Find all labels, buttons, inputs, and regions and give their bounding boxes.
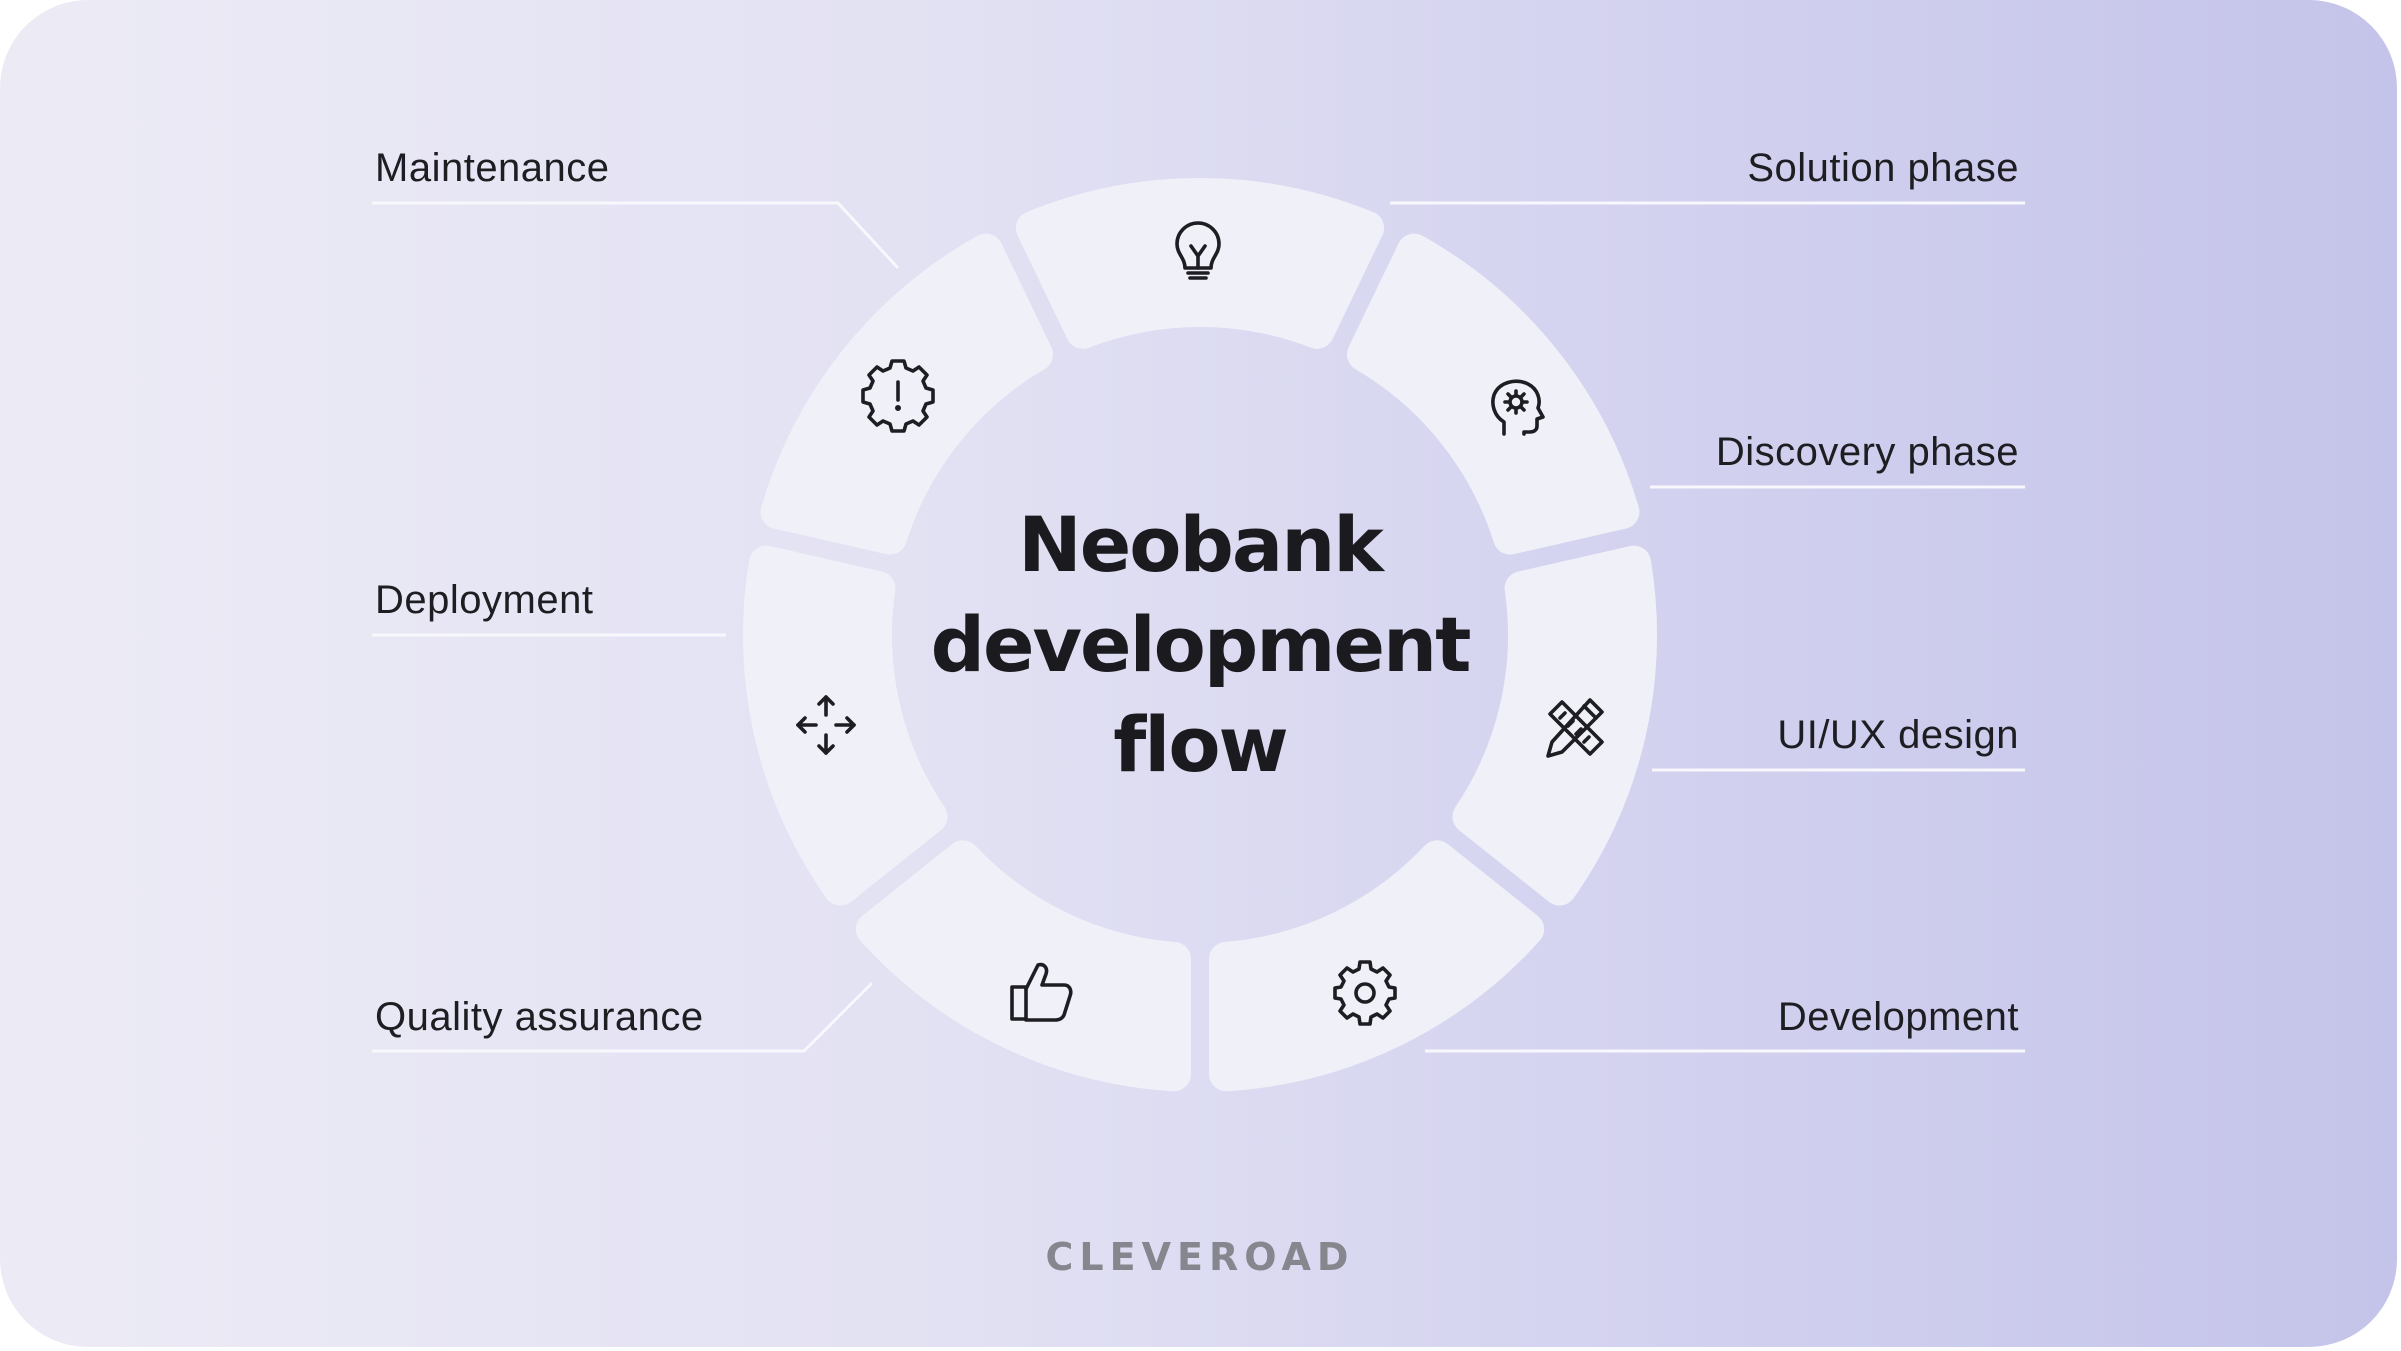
pencil-ruler-icon — [1546, 698, 1604, 758]
thumbs-up-icon — [1010, 962, 1073, 1022]
segment-solution — [1015, 178, 1385, 349]
ring-segments — [743, 178, 1657, 1092]
label-maintenance: Maintenance — [375, 146, 610, 190]
label-deployment: Deployment — [375, 578, 594, 622]
diagram-title: Neobank development flow — [900, 495, 1500, 795]
gear-icon — [1333, 960, 1397, 1026]
connector-maintenance — [372, 201, 900, 270]
label-discovery-phase: Discovery phase — [1715, 430, 2019, 474]
title-line-1: Neobank — [1018, 500, 1384, 589]
segment-development — [1208, 840, 1545, 1092]
head-gear-icon — [1491, 379, 1545, 436]
move-arrows-icon — [796, 695, 856, 755]
label-development: Development — [1777, 995, 2019, 1039]
title-line-2: development — [930, 600, 1472, 689]
lightbulb-icon — [1175, 221, 1221, 280]
title-line-3: flow — [1113, 700, 1289, 789]
brand-logo: CLEVEROAD — [1045, 1235, 1355, 1279]
segment-uiux — [1452, 545, 1657, 906]
label-quality-assurance: Quality assurance — [375, 995, 704, 1039]
segment-quality — [855, 840, 1192, 1092]
gear-alert-icon — [861, 359, 935, 433]
label-uiux-design: UI/UX design — [1777, 713, 2019, 757]
connector-lines — [372, 201, 2025, 1053]
connector-quality — [372, 981, 874, 1053]
label-solution-phase: Solution phase — [1747, 146, 2019, 190]
segment-maintenance — [760, 233, 1054, 555]
